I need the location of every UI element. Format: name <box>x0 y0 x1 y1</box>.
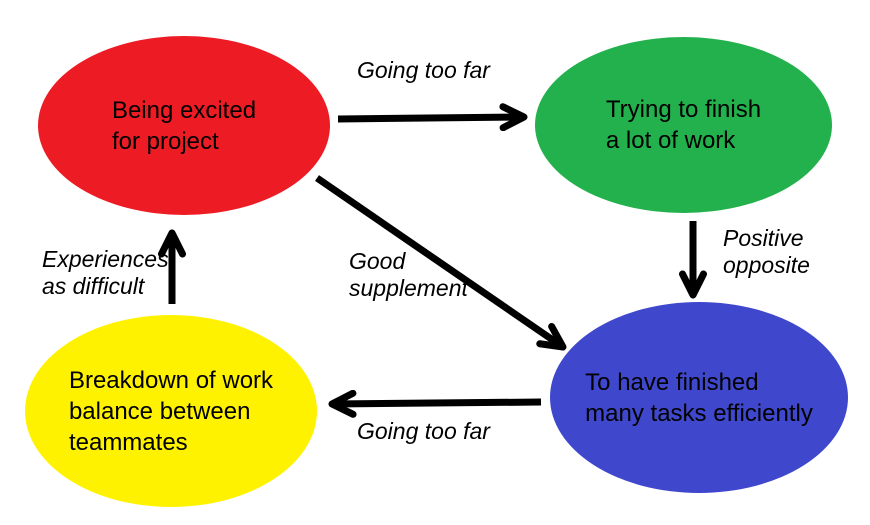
node-trying-to-finish-label: Trying to finish a lot of work <box>605 96 762 154</box>
edge-arrow-excited-to-trying <box>337 103 528 132</box>
node-being-excited-label: Being excited for project <box>111 96 257 155</box>
node-being-excited: Being excited for project <box>38 36 330 215</box>
edge-label-going-too-far-top: Going too far <box>357 57 490 83</box>
node-work-breakdown-label: Breakdown of work balance between teamma… <box>68 366 274 456</box>
node-finished-tasks-label: To have finished many tasks efficiently <box>585 368 813 427</box>
node-finished-tasks: To have finished many tasks efficiently <box>550 302 848 493</box>
edge-label-good-supplement: Good supplement <box>349 248 468 301</box>
edge-label-experiences-as-difficult: Experiences as difficult <box>42 246 169 299</box>
edge-label-positive-opposite: Positive opposite <box>723 225 810 278</box>
edge-arrow-finished-to-breakdown <box>328 389 542 418</box>
node-work-breakdown: Breakdown of work balance between teamma… <box>25 315 317 507</box>
edge-label-going-too-far-bottom: Going too far <box>357 418 490 444</box>
node-trying-to-finish: Trying to finish a lot of work <box>535 37 832 213</box>
